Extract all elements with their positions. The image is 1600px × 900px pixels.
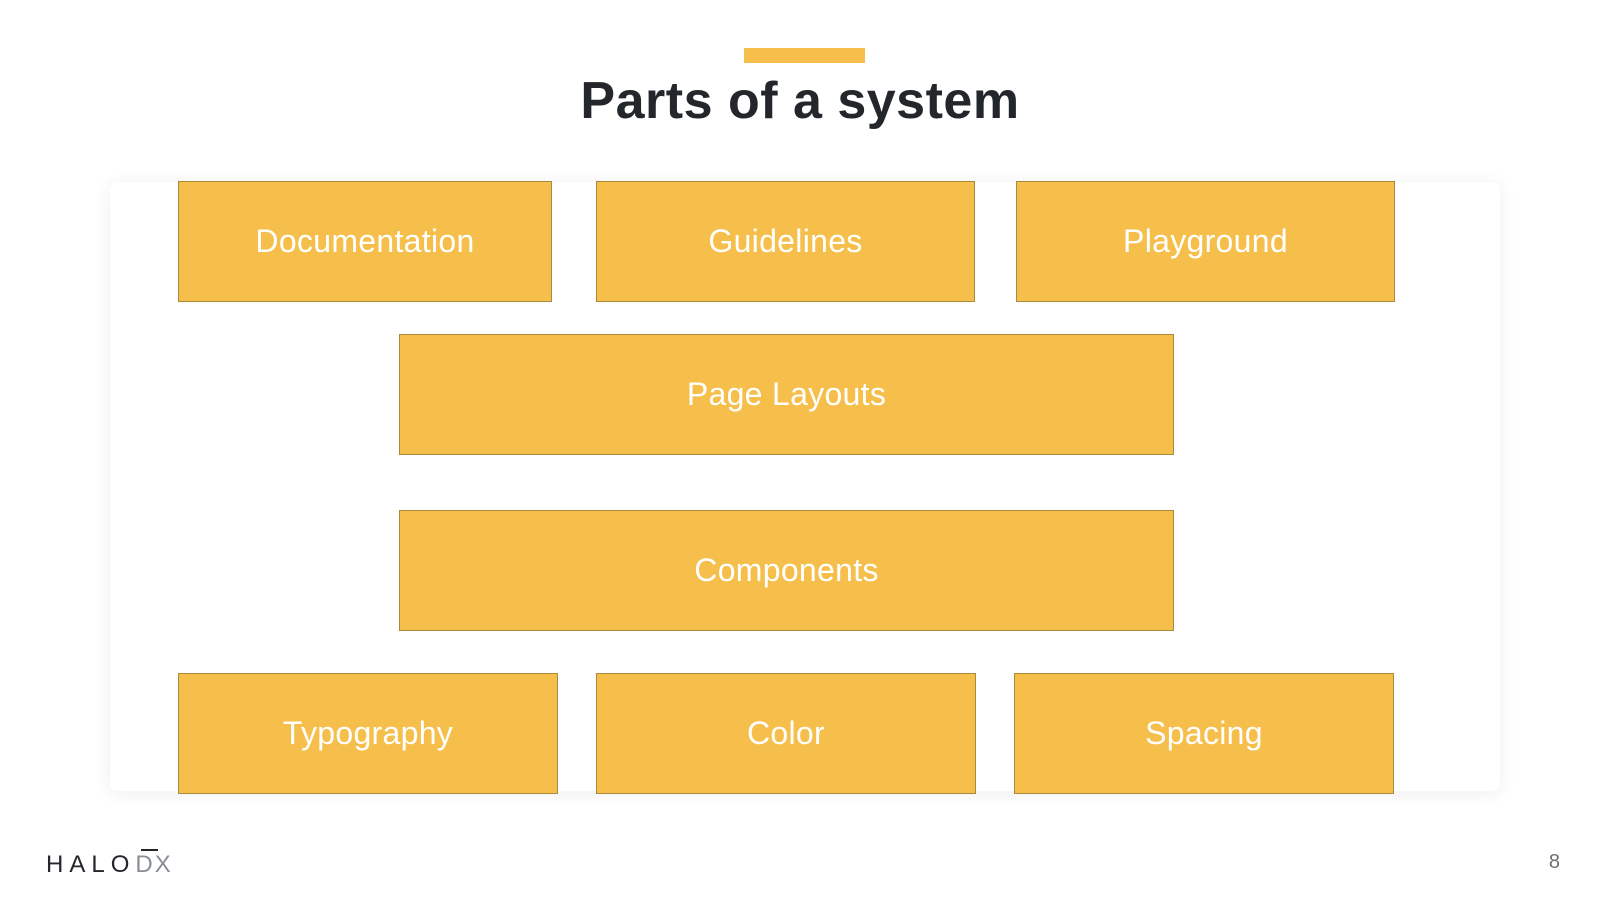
block-label: Page Layouts bbox=[686, 376, 887, 412]
block-label: Spacing bbox=[1145, 715, 1263, 751]
block-components: Components bbox=[399, 510, 1174, 631]
page-number: 8 bbox=[1548, 851, 1560, 873]
block-documentation: Documentation bbox=[178, 181, 552, 302]
block-label: Color bbox=[747, 715, 825, 751]
block-label: Documentation bbox=[255, 223, 475, 259]
logo-halo-text: HALO bbox=[46, 849, 159, 878]
block-page-layouts: Page Layouts bbox=[399, 334, 1174, 455]
block-playground: Playground bbox=[1016, 181, 1395, 302]
block-color: Color bbox=[596, 673, 976, 794]
title-accent-bar bbox=[744, 48, 865, 63]
block-typography: Typography bbox=[178, 673, 558, 794]
block-label: Components bbox=[694, 552, 879, 588]
block-guidelines: Guidelines bbox=[596, 181, 975, 302]
block-label: Playground bbox=[1123, 223, 1288, 259]
logo-dx-text: DX bbox=[135, 851, 173, 878]
halodx-logo: HALO DX bbox=[46, 849, 173, 880]
block-label: Typography bbox=[282, 715, 454, 751]
page-title: Parts of a system bbox=[580, 72, 1020, 130]
block-label: Guidelines bbox=[708, 223, 863, 259]
block-spacing: Spacing bbox=[1014, 673, 1394, 794]
